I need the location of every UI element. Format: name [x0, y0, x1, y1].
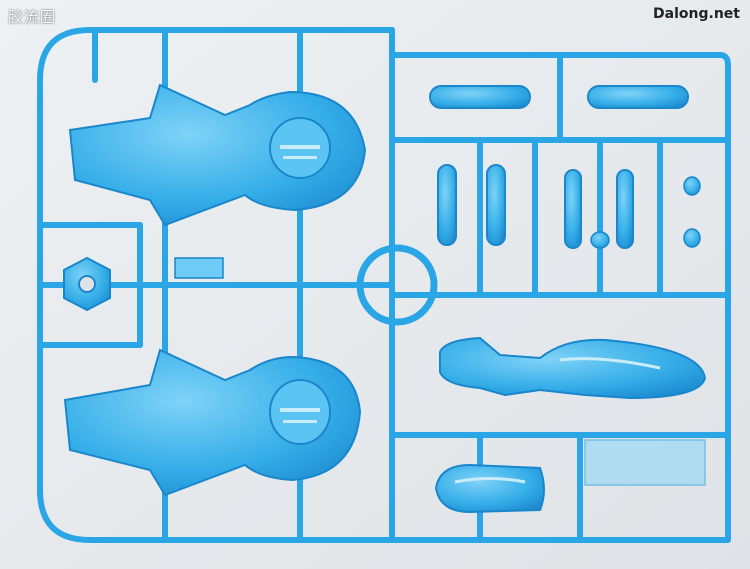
- canopy-part: [439, 336, 707, 400]
- wing-part-upper: [68, 83, 367, 227]
- part-tag: [174, 257, 224, 279]
- hex-hole: [78, 275, 96, 293]
- small-tubes: [437, 164, 634, 249]
- nose-part: [434, 463, 545, 514]
- wing-part-lower: [63, 348, 362, 497]
- bar-parts-top: [429, 85, 689, 109]
- watermark-right: Dalong.net: [653, 6, 740, 22]
- runner-label-panel: [584, 439, 706, 486]
- small-pegs: [590, 176, 701, 249]
- watermark-left: 胶流圈: [8, 8, 57, 26]
- sprue-ring: [356, 244, 438, 326]
